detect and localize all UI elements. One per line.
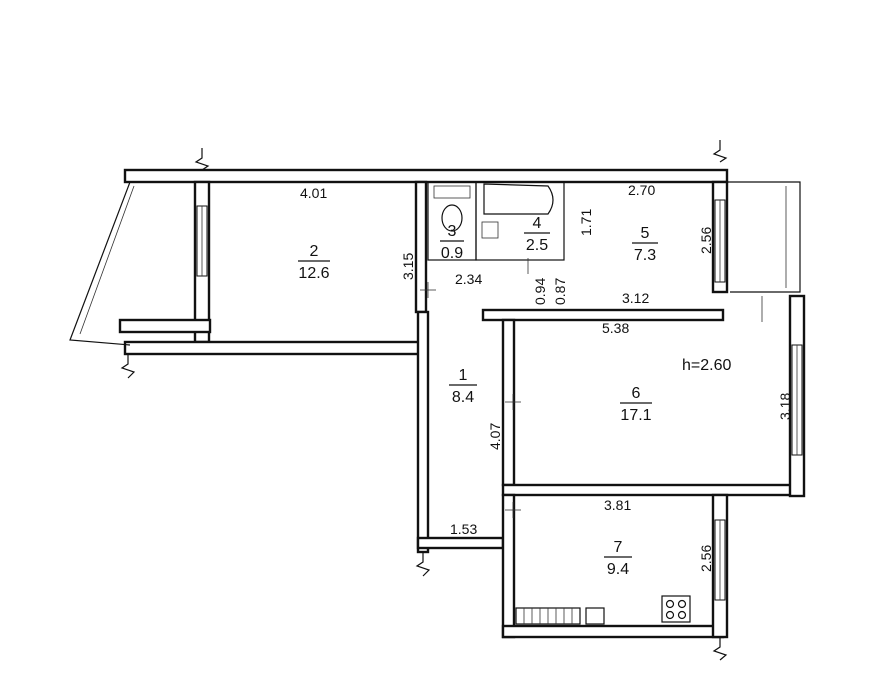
room7-bottom-wall: [501, 624, 725, 639]
break-symbol-bottom-left: [120, 354, 136, 379]
dim-room6-width: 5.38: [602, 320, 629, 336]
room-label-5: 5 7.3: [632, 225, 658, 264]
dim-room6-window: 3.18: [777, 393, 793, 420]
left-balcony: [69, 181, 131, 346]
hall-left-wall: [416, 310, 430, 554]
dim-door-b: 0.87: [552, 278, 568, 305]
room-number: 3: [448, 223, 457, 240]
room-number: 4: [533, 215, 542, 232]
bathroom-outline: [475, 181, 565, 261]
dim-room5-window: 2.56: [698, 227, 714, 254]
room2-bottom-wall: [123, 340, 422, 356]
room6-left-wall: [501, 318, 516, 487]
room-number: 5: [641, 225, 650, 242]
dim-bath-width: 2.34: [455, 271, 482, 287]
dim-bath-depth: 1.71: [578, 209, 594, 236]
ceiling-height-label: h=2.60: [682, 357, 731, 374]
room5-bottom-wall: [481, 308, 725, 322]
dim-room5-width-bottom: 3.12: [622, 290, 649, 306]
room-area: 8.4: [452, 389, 474, 406]
dimension-ticks: [420, 258, 763, 518]
windows: [196, 199, 803, 601]
dim-room2-width: 4.01: [300, 185, 327, 201]
right-balcony: [727, 181, 801, 293]
wc-cistern: [433, 185, 471, 199]
break-symbol-top-right: [712, 140, 728, 163]
break-symbol-top-left: [194, 148, 210, 171]
room-area: 17.1: [620, 407, 651, 424]
room-label-1: 1 8.4: [449, 367, 477, 406]
room-area: 7.3: [634, 247, 656, 264]
toilet-icon: [441, 204, 463, 232]
dim-hall-depth: 4.07: [487, 423, 503, 450]
bathtub-icon: [483, 183, 554, 215]
break-symbol-entry: [415, 552, 431, 577]
top-exterior-wall: [123, 168, 729, 184]
room-label-6: 6 17.1: [620, 385, 652, 424]
dim-entry-width: 1.53: [450, 521, 477, 537]
dim-room7-window: 2.56: [698, 545, 714, 572]
room-label-3: 3 0.9: [440, 223, 464, 262]
entry-wall: [416, 536, 505, 550]
stove-icon: [661, 595, 691, 623]
room-number: 6: [632, 385, 641, 402]
room-label-2: 2 12.6: [298, 243, 330, 282]
left-stub-wall: [118, 318, 212, 334]
room-number: 1: [459, 367, 468, 384]
room-labels: 1 8.4 2 12.6 3 0.9 4 2.5 5 7.3 6 17.1: [298, 215, 658, 578]
kitchen-sink-icon: [585, 607, 605, 625]
room2-bath-partition: [414, 180, 428, 314]
bathroom-fixtures: [427, 181, 565, 261]
dim-room5-width-top: 2.70: [628, 182, 655, 198]
room-area: 0.9: [441, 245, 463, 262]
dim-room2-depth: 3.15: [400, 253, 416, 280]
dim-door-a: 0.94: [532, 278, 548, 305]
room-area: 12.6: [298, 265, 329, 282]
room-number: 7: [614, 539, 623, 556]
kitchen-fixtures: [515, 595, 691, 625]
dim-room7-width: 3.81: [604, 497, 631, 513]
room-area: 2.5: [526, 237, 548, 254]
dimension-labels: 4.01 3.15 2.34 1.71 0.94 0.87 2.70 2.56 …: [300, 182, 793, 572]
break-symbol-bottom-right: [712, 637, 728, 661]
wall-break-symbols: [120, 140, 728, 661]
room6-room7-wall: [501, 483, 805, 497]
room-number: 2: [310, 243, 319, 260]
room-area: 9.4: [607, 561, 629, 578]
room7-left-wall: [501, 493, 516, 639]
sink-icon: [481, 221, 499, 239]
room-label-7: 7 9.4: [604, 539, 632, 578]
balconies: [69, 181, 801, 346]
room-label-4: 4 2.5: [524, 215, 550, 254]
